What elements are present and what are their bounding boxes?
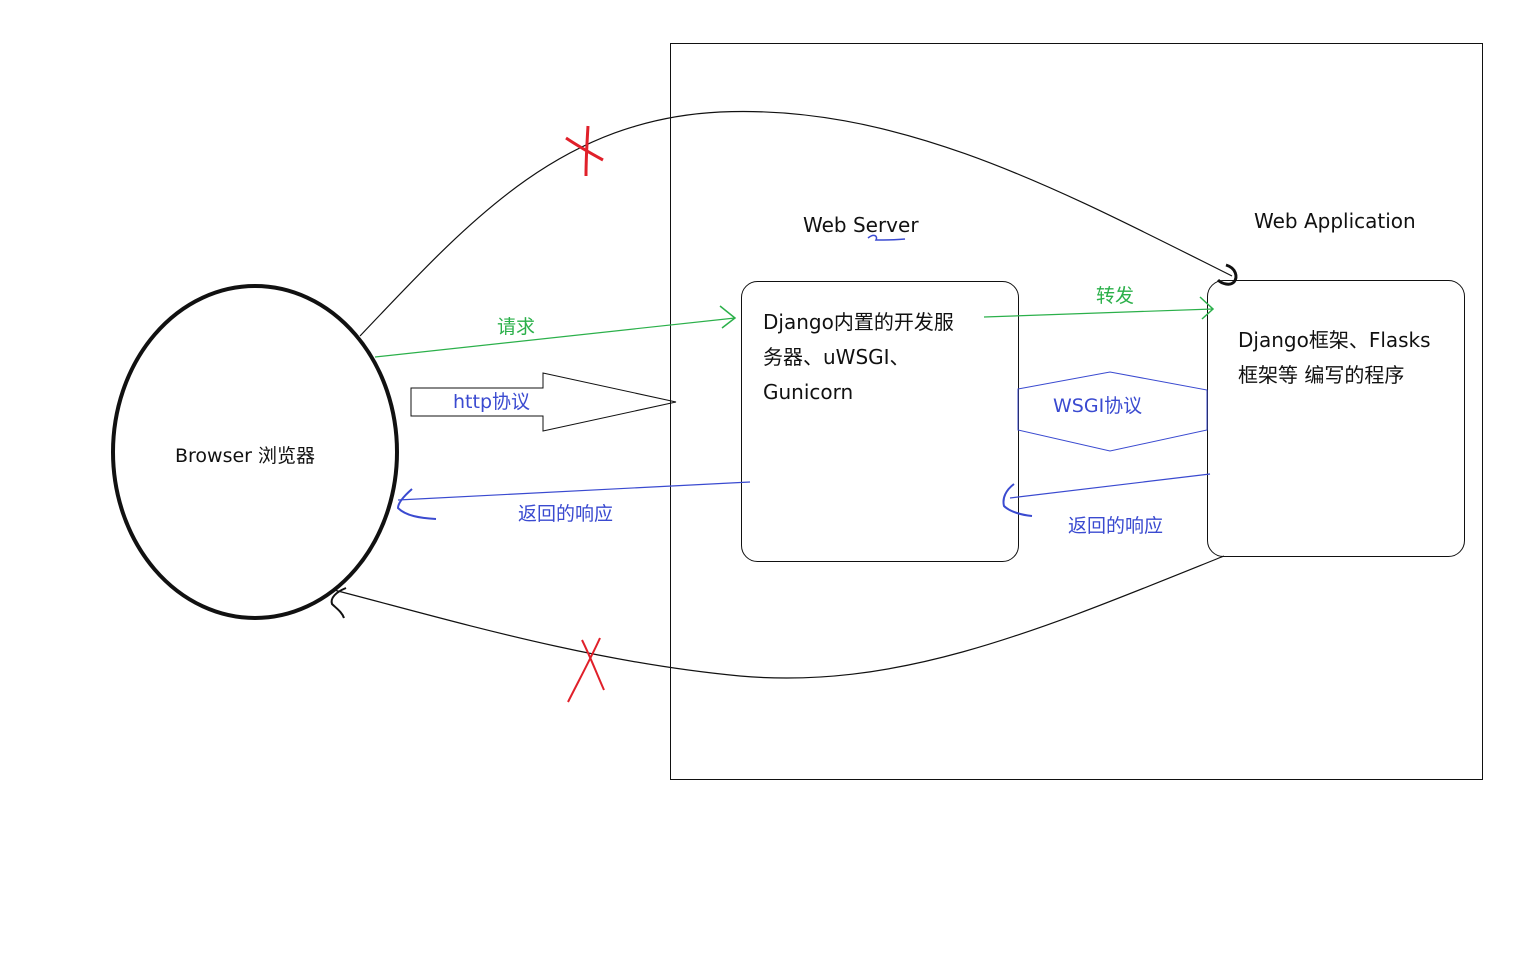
web-server-description-line: Gunicorn	[763, 380, 854, 404]
response-arrowhead-browser	[396, 488, 437, 520]
web-server-underline-scribble	[867, 234, 906, 241]
server-boundary	[670, 43, 1483, 780]
wsgi-protocol-label: WSGI协议	[1053, 395, 1143, 417]
cross-mark-bottom	[567, 637, 605, 703]
web-application-description: Django框架、Flasks 框架等 编写的程序	[1238, 323, 1458, 393]
http-protocol-label: http协议	[453, 391, 531, 413]
cross-mark-top	[565, 125, 604, 177]
direct-request-curve	[359, 110, 1233, 337]
web-server-description-line: 务器、uWSGI、	[763, 345, 910, 369]
forward-label: 转发	[1096, 285, 1135, 307]
web-application-title: Web Application	[1254, 209, 1416, 233]
browser-ellipse	[111, 284, 399, 620]
response-arrowhead-server	[1002, 483, 1033, 517]
forward-arrow	[983, 308, 1214, 318]
request-arrowhead	[719, 305, 737, 329]
web-server-description: Django内置的开发服 务器、uWSGI、 Gunicorn	[763, 305, 1003, 410]
wsgi-hexagon	[1017, 371, 1208, 452]
direct-response-curve	[333, 555, 1225, 679]
response-arrow-server	[1009, 473, 1211, 499]
web-app-box	[1207, 280, 1465, 557]
response-to-browser-label: 返回的响应	[518, 503, 614, 525]
request-label: 请求	[497, 316, 536, 338]
web-server-description-line: Django内置的开发服	[763, 310, 954, 334]
response-arrow-browser	[397, 481, 751, 501]
web-server-title: Web Server	[803, 213, 919, 237]
request-arrow	[374, 317, 736, 358]
web-application-description-line: 框架等 编写的程序	[1238, 363, 1405, 387]
direct-request-arrowhead	[1216, 263, 1238, 286]
http-block-arrow	[410, 372, 677, 432]
browser-label: Browser 浏览器	[175, 445, 316, 467]
forward-arrowhead	[1199, 296, 1215, 320]
response-to-server-label: 返回的响应	[1068, 515, 1164, 537]
direct-response-arrowhead	[330, 587, 347, 619]
web-application-description-line: Django框架、Flasks	[1238, 328, 1431, 352]
